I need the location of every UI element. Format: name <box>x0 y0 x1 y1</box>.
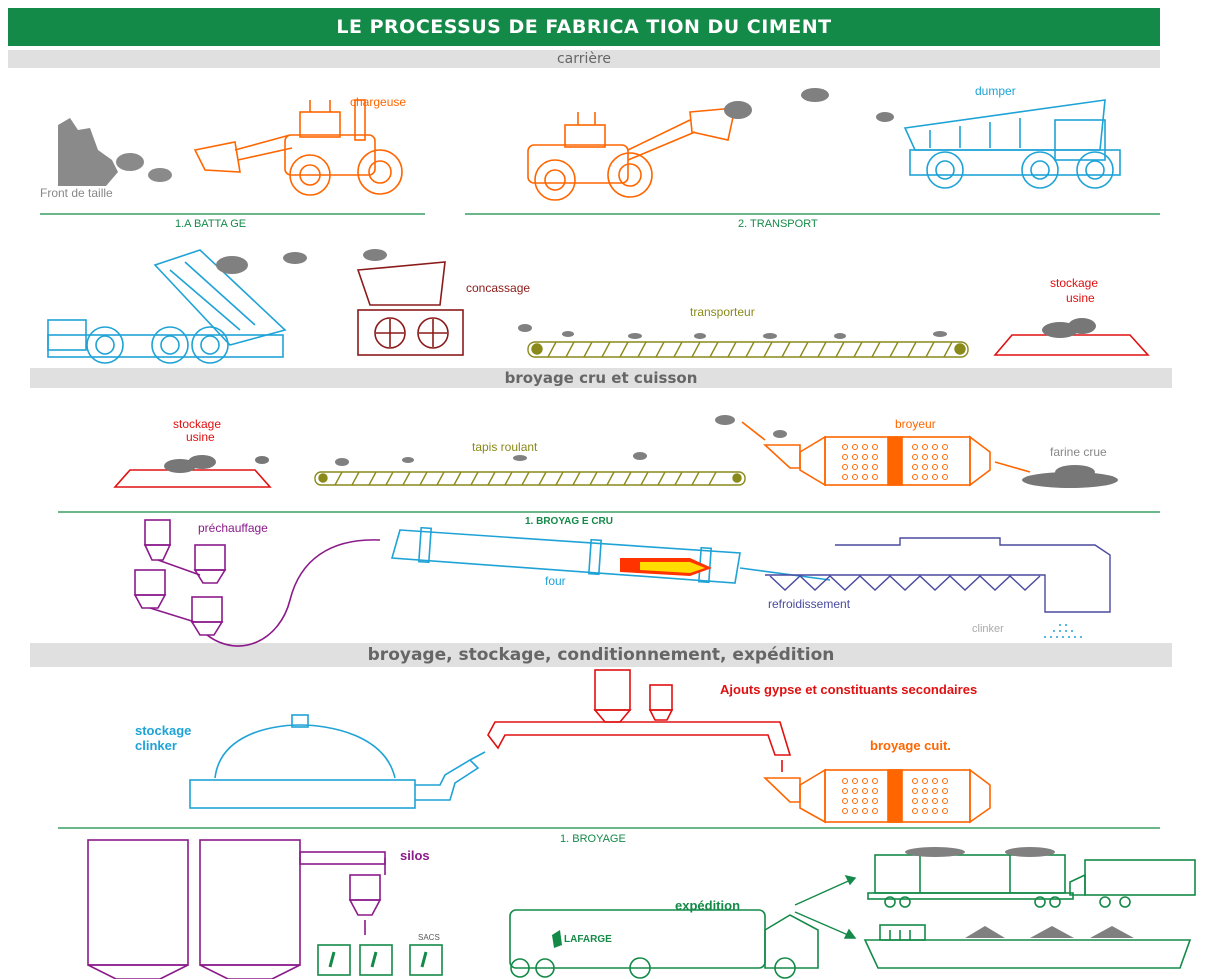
loader-icon <box>193 99 403 196</box>
page-title: LE PROCESSUS DE FABRICA TION DU CIMENT <box>8 8 1160 46</box>
storage-pile-icon <box>113 455 272 488</box>
lafarge-logo-icon <box>552 930 562 948</box>
label-stockage-clinker-b: clinker <box>135 738 177 753</box>
delivery-truck-icon <box>509 909 819 979</box>
conveyor-belt-icon <box>314 471 746 486</box>
clinker-dots-icon <box>1044 624 1082 638</box>
label-broyeur: broyeur <box>895 417 936 431</box>
rock-icon <box>216 249 387 274</box>
cooler-icon <box>765 537 1111 613</box>
gypsum-hopper-icon <box>487 669 792 772</box>
rock-icon <box>724 88 894 122</box>
label-dumper: dumper <box>975 84 1016 98</box>
label-transport: 2. TRANSPORT <box>738 218 818 230</box>
train-icon <box>867 854 1196 908</box>
conveyor-icon <box>527 341 969 358</box>
label-stockage-clinker-a: stockage <box>135 723 191 738</box>
barge-icon <box>863 924 1192 969</box>
dispatch-arrows <box>794 874 857 939</box>
dumper-truck-icon <box>903 99 1121 189</box>
label-abattage: 1.A BATTA GE <box>175 218 246 230</box>
mill-dots <box>842 444 948 480</box>
label-concassage: concassage <box>466 281 530 295</box>
label-stockage-2a: stockage <box>173 417 221 431</box>
label-four: four <box>545 574 566 588</box>
label-refroidissement: refroidissement <box>768 597 851 611</box>
rock-icon <box>518 324 947 339</box>
label-farine-crue: farine crue <box>1050 445 1107 459</box>
silo-icon <box>87 839 386 979</box>
label-chargeuse: chargeuse <box>350 95 406 109</box>
label-ajouts: Ajouts gypse et constituants secondaires <box>720 682 977 697</box>
rock-face-icon <box>58 118 172 186</box>
section-header-expedition: broyage, stockage, conditionnement, expé… <box>30 643 1172 667</box>
section-header-cuisson: broyage cru et cuisson <box>30 368 1172 388</box>
label-silos: silos <box>400 848 430 863</box>
label-broyage-cuit: broyage cuit. <box>870 738 951 753</box>
loader-transport-icon <box>527 107 737 201</box>
rock-icon <box>965 926 1134 938</box>
label-stockage-2b: usine <box>186 430 215 444</box>
mill-dots <box>842 778 948 814</box>
label-transporteur: transporteur <box>690 305 755 319</box>
label-expedition: expédition <box>675 898 740 913</box>
label-prechauffage: préchauffage <box>198 521 268 535</box>
label-clinker: clinker <box>972 623 1004 635</box>
storage-pile-icon <box>993 318 1150 356</box>
label-tapis-roulant: tapis roulant <box>472 440 538 454</box>
preheater-tower-icon <box>133 519 381 647</box>
rotary-kiln-icon <box>390 526 831 584</box>
label-broyage: 1. BROYAGE <box>560 833 626 845</box>
flame-icon <box>620 558 712 576</box>
cement-bags-icon <box>317 944 443 976</box>
mill-icon <box>741 421 1031 487</box>
cement-mill-icon <box>763 768 991 824</box>
rock-icon <box>335 415 787 466</box>
label-lafarge: LAFARGE <box>564 934 612 945</box>
label-stockage-1a: stockage <box>1050 276 1098 290</box>
rock-icon <box>905 847 1055 857</box>
label-sacs: SACS <box>418 933 440 942</box>
label-broyage-cru: 1. BROYAG E CRU <box>525 516 613 527</box>
label-stockage-1b: usine <box>1066 291 1095 305</box>
crusher-icon <box>356 261 464 356</box>
dumping-truck-icon <box>47 249 287 364</box>
section-header-carriere: carrière <box>8 50 1160 68</box>
clinker-dome-icon <box>189 714 486 809</box>
flour-pile-icon <box>1022 465 1118 488</box>
label-front-taille: Front de taille <box>40 186 113 200</box>
